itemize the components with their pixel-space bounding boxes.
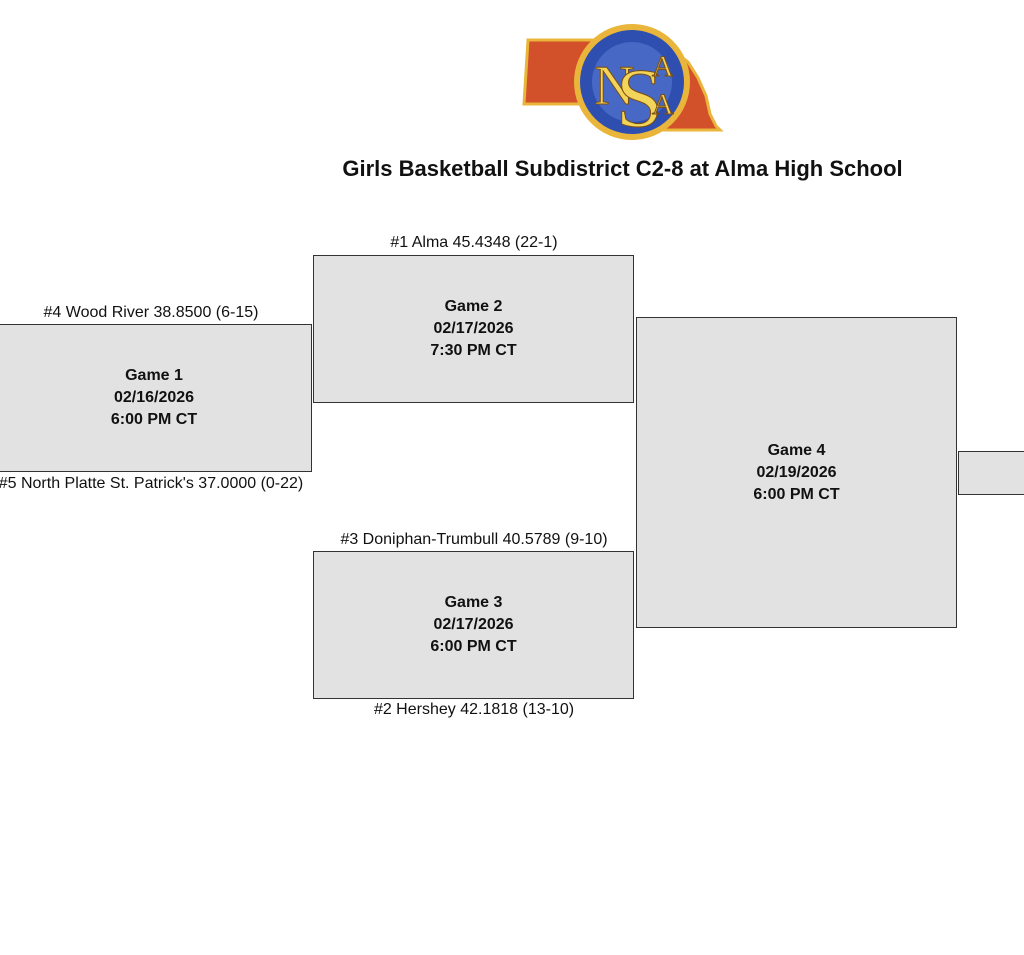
- game-3-date: 02/17/2026: [433, 616, 514, 633]
- game-4-time: 6:00 PM CT: [753, 485, 840, 503]
- game-1-box: Game 1 02/16/2026 6:00 PM CT: [0, 324, 312, 472]
- game-4-label: Game 4: [767, 441, 826, 459]
- logo-letter-s: S: [616, 52, 663, 140]
- game-2-time: 7:30 PM CT: [430, 342, 517, 359]
- game-3-box: Game 3 02/17/2026 6:00 PM CT: [313, 551, 634, 699]
- game-4-date: 02/19/2026: [756, 463, 837, 481]
- game-3-label: Game 3: [444, 594, 503, 611]
- nsaa-logo-graphic: N S A A: [522, 24, 724, 146]
- game-1-label: Game 1: [125, 367, 183, 384]
- game-1-info: Game 1 02/16/2026 6:00 PM CT: [111, 365, 197, 431]
- next-round-box: [958, 451, 1024, 495]
- game1-team-bottom: #5 North Platte St. Patrick's 37.0000 (0…: [0, 475, 304, 492]
- game3-team-top: #3 Doniphan-Trumbull 40.5789 (9-10): [340, 531, 608, 548]
- game1-team-top: #4 Wood River 38.8500 (6-15): [43, 304, 259, 321]
- nsaa-logo: N S A A: [520, 22, 726, 146]
- game-2-date: 02/17/2026: [433, 320, 514, 337]
- game-1-date: 02/16/2026: [113, 389, 195, 406]
- game-1-time: 6:00 PM CT: [110, 411, 198, 428]
- game-4-info: Game 4 02/19/2026 6:00 PM CT: [753, 440, 839, 506]
- game-3-info: Game 3 02/17/2026 6:00 PM CT: [430, 592, 516, 658]
- game-3-time: 6:00 PM CT: [430, 638, 517, 655]
- game3-team-bottom: #2 Hershey 42.1818 (13-10): [373, 701, 575, 718]
- game-2-info: Game 2 02/17/2026 7:30 PM CT: [430, 296, 516, 362]
- page-title: Girls Basketball Subdistrict C2-8 at Alm…: [342, 156, 903, 181]
- logo-letter-a2: A: [652, 88, 674, 121]
- logo-letter-n: N: [594, 55, 634, 117]
- game-4-box: Game 4 02/19/2026 6:00 PM CT: [636, 317, 957, 628]
- game-2-label: Game 2: [444, 298, 503, 315]
- logo-letter-a1: A: [652, 50, 674, 83]
- game2-team-top: #1 Alma 45.4348 (22-1): [390, 234, 558, 251]
- game-2-box: Game 2 02/17/2026 7:30 PM CT: [313, 255, 634, 403]
